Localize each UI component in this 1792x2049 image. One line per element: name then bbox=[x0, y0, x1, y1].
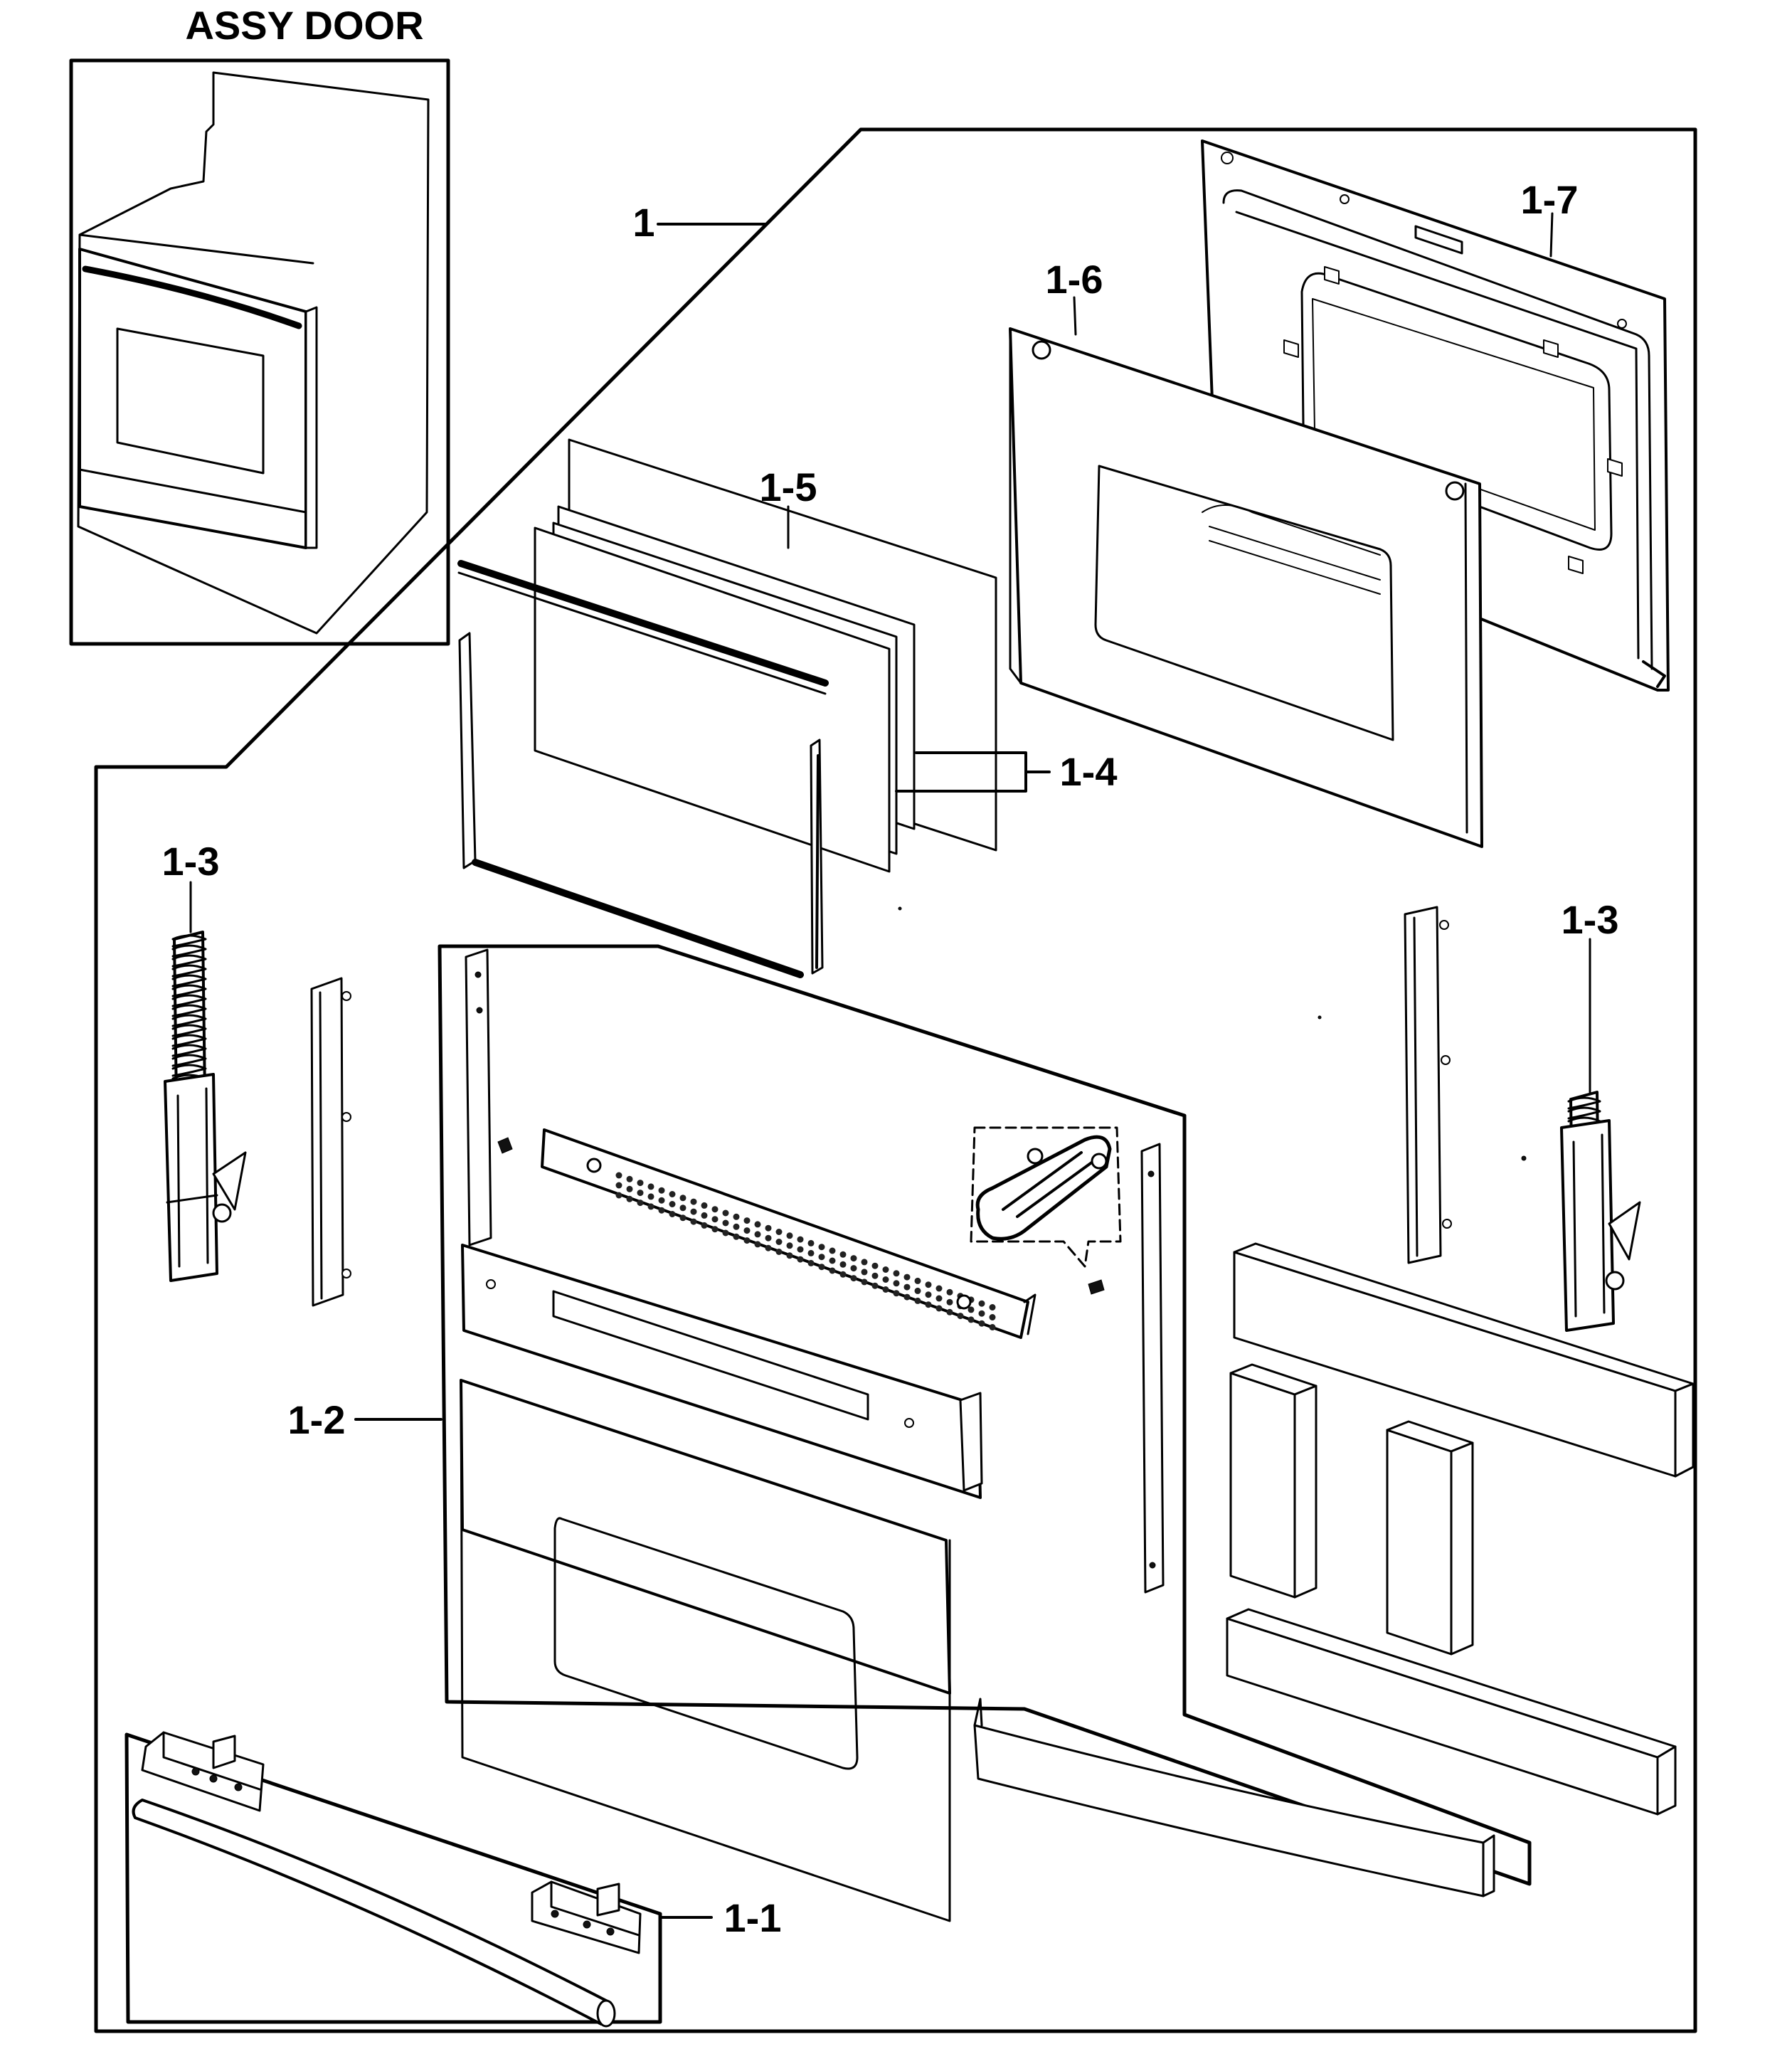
hinge-bracket-right bbox=[1404, 906, 1452, 1264]
callout-1-6: 1-6 bbox=[1046, 257, 1103, 336]
part-1-3-hinge-left bbox=[164, 931, 247, 1282]
lower-trim-strip bbox=[973, 1698, 1495, 1897]
part-1-1-handle-box bbox=[124, 1731, 662, 2028]
right-side-rail bbox=[1140, 1143, 1165, 1594]
callout-1-1-label: 1-1 bbox=[724, 1895, 782, 1940]
callout-1-5-label: 1-5 bbox=[760, 465, 817, 509]
hinge-spring-left bbox=[171, 934, 207, 1087]
callout-1-3-right-label: 1-3 bbox=[1562, 897, 1619, 942]
callout-1-5: 1-5 bbox=[760, 465, 817, 549]
diagram-title: ASSY DOOR bbox=[185, 3, 423, 48]
callout-1-label: 1 bbox=[632, 200, 654, 245]
callout-1-2-label: 1-2 bbox=[288, 1397, 346, 1442]
vent-panel bbox=[497, 1128, 1037, 1339]
callout-1-6-label: 1-6 bbox=[1046, 257, 1103, 302]
control-panel-trim bbox=[461, 1244, 983, 1499]
handle-end-cap-left bbox=[141, 1731, 265, 1812]
callout-1-3-left: 1-3 bbox=[162, 839, 220, 933]
outer-door-subassembly-boundary bbox=[438, 944, 1532, 1886]
part-1-3-hinge-right bbox=[1560, 1091, 1641, 1332]
callout-1-3-right: 1-3 bbox=[1562, 897, 1619, 1094]
left-side-rail bbox=[465, 948, 492, 1246]
callout-1: 1 bbox=[632, 128, 862, 245]
callout-1-4: 1-4 bbox=[895, 749, 1118, 794]
outer-door-panel bbox=[460, 1379, 951, 1922]
handle-end-cap-right bbox=[531, 1880, 642, 1954]
part-1-6-inner-panel bbox=[1009, 327, 1483, 848]
detail-bubble bbox=[970, 1126, 1122, 1295]
vent-holes bbox=[615, 1172, 996, 1330]
handle-bar bbox=[132, 1799, 616, 2028]
hinge-bracket-left bbox=[310, 977, 351, 1307]
callout-1-3-left-label: 1-3 bbox=[162, 839, 220, 884]
glass-frame-seal bbox=[457, 560, 829, 978]
callout-1-7-label: 1-7 bbox=[1521, 177, 1579, 222]
insulation-blocks bbox=[1226, 1242, 1695, 1816]
callout-1-1: 1-1 bbox=[660, 1895, 782, 1940]
assembly-boundary bbox=[94, 127, 1697, 2033]
assy-door-inset bbox=[69, 58, 450, 646]
callout-1-7: 1-7 bbox=[1521, 177, 1579, 258]
callout-1-4-label: 1-4 bbox=[1060, 749, 1118, 794]
callout-1-2: 1-2 bbox=[288, 1397, 442, 1442]
